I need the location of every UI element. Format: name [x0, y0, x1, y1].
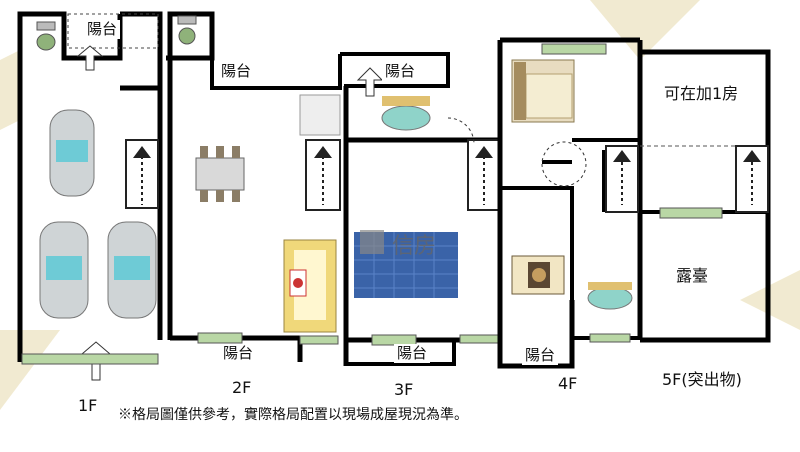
balcony-arrow-icon — [356, 67, 384, 97]
balcony-label-2f-bottom: 陽台 — [220, 344, 257, 363]
balcony-label-2f-top: 陽台 — [218, 62, 255, 81]
toilet-icon — [36, 21, 56, 51]
stairs-icon — [125, 139, 159, 209]
sofa-icon — [283, 239, 337, 333]
car-icon — [39, 109, 157, 319]
stairs-icon — [605, 145, 639, 213]
desk-icon — [511, 255, 565, 295]
stairs-icon — [735, 145, 769, 213]
balcony-label-4f-bottom: 陽台 — [522, 346, 559, 365]
disclaimer-text: ※格局圖僅供參考，實際格局配置以現場成屋現況為準。 — [118, 407, 468, 423]
balcony-arrow-icon — [76, 45, 104, 71]
balcony-label-3f-top: 陽台 — [382, 62, 419, 81]
floor-4f — [497, 37, 643, 369]
watermark-logo — [360, 230, 384, 254]
stairs-icon — [305, 139, 341, 211]
bed-icon — [511, 59, 575, 123]
floor-label-4f: 4F — [558, 374, 578, 393]
dining-table-icon — [195, 146, 245, 202]
floor-label-2f: 2F — [232, 378, 252, 397]
balcony-label-3f-bottom: 陽台 — [394, 344, 431, 363]
stairs-icon — [467, 139, 501, 211]
toilet-icon — [177, 15, 197, 45]
watermark-brand-text: 信房 — [392, 234, 437, 259]
floor-label-1f: 1F — [78, 396, 98, 415]
balcony-label-1f: 陽台 — [84, 20, 121, 39]
floor-label-3f: 3F — [394, 380, 414, 399]
floor-5f — [640, 49, 771, 343]
floor-2f — [166, 11, 342, 362]
bathtub-icon — [587, 282, 633, 310]
floor-label-5f-rooftop: 5F(突出物) — [662, 370, 742, 389]
terrace-label: 露臺 — [676, 266, 709, 285]
bathtub-icon — [381, 96, 431, 131]
addable-room-label: 可在加1房 — [664, 84, 739, 103]
floor-1f — [17, 11, 163, 381]
